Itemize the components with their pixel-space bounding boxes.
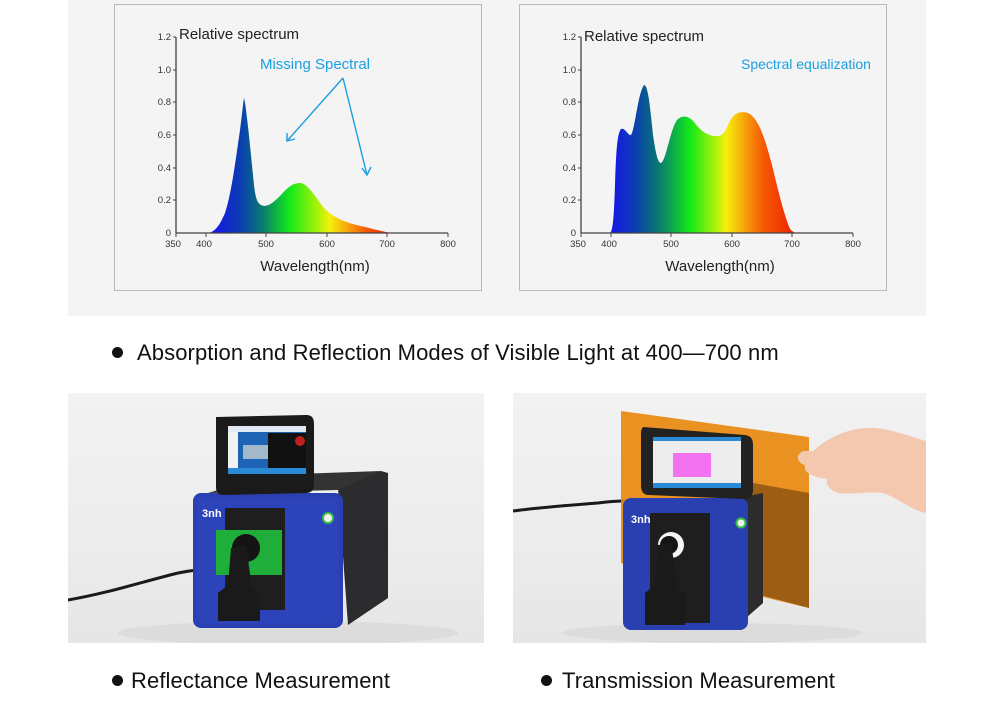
chart-spectral-equalization-svg: 1.2 1.0 0.8 0.6 0.4 0.2 0 350 400 500 60… <box>563 28 871 275</box>
svg-text:500: 500 <box>258 239 274 250</box>
svg-text:0.6: 0.6 <box>158 130 171 141</box>
chart-missing-spectral: 1.2 1.0 0.8 0.6 0.4 0.2 0 350 400 500 60… <box>114 4 482 291</box>
svg-text:0.2: 0.2 <box>158 195 171 206</box>
x-axis-title: Wavelength(nm) <box>260 258 369 275</box>
bullet-icon <box>541 674 552 686</box>
svg-text:800: 800 <box>845 239 861 250</box>
svg-text:1.0: 1.0 <box>158 65 171 76</box>
svg-text:0: 0 <box>166 228 171 239</box>
spectrum-area <box>209 98 391 233</box>
svg-text:400: 400 <box>196 239 212 250</box>
hand <box>797 427 926 513</box>
brand-logo: 3nh <box>631 514 651 526</box>
chart-missing-spectral-svg: 1.2 1.0 0.8 0.6 0.4 0.2 0 350 400 500 60… <box>158 26 456 275</box>
spectrum-area <box>610 85 798 233</box>
power-cable <box>68 567 215 602</box>
annotation-missing-spectral: Missing Spectral <box>260 56 370 73</box>
section-caption-visible-light: Absorption and Reflection Modes of Visib… <box>112 340 779 366</box>
svg-text:800: 800 <box>440 239 456 250</box>
svg-text:0.8: 0.8 <box>158 97 171 108</box>
annotation-arrows <box>286 77 372 177</box>
x-axis-title: Wavelength(nm) <box>665 258 774 275</box>
brand-logo: 3nh <box>202 508 222 520</box>
caption-transmission: Transmission Measurement <box>541 668 835 694</box>
svg-text:700: 700 <box>784 239 800 250</box>
svg-text:700: 700 <box>379 239 395 250</box>
annotation-spectral-equalization: Spectral equalization <box>741 56 871 72</box>
svg-text:0.8: 0.8 <box>563 97 576 108</box>
svg-text:0.4: 0.4 <box>158 163 171 174</box>
svg-text:0: 0 <box>571 228 576 239</box>
svg-text:1.2: 1.2 <box>158 32 171 43</box>
spectrum-comparison-panel: 1.2 1.0 0.8 0.6 0.4 0.2 0 350 400 500 60… <box>68 0 926 316</box>
y-axis-title: Relative spectrum <box>584 28 704 45</box>
svg-text:350: 350 <box>570 239 586 250</box>
photo-reflectance-device: 3nh <box>68 393 484 643</box>
svg-text:0.2: 0.2 <box>563 195 576 206</box>
power-button-icon <box>735 517 747 529</box>
chart-spectral-equalization: 1.2 1.0 0.8 0.6 0.4 0.2 0 350 400 500 60… <box>519 4 887 291</box>
y-tick-labels: 1.2 1.0 0.8 0.6 0.4 0.2 0 <box>158 32 171 239</box>
x-tick-labels: 350 400 500 600 700 800 <box>570 239 861 250</box>
power-cable <box>513 499 626 513</box>
photo-transmission-device: 3nh <box>513 393 926 643</box>
svg-text:1.0: 1.0 <box>563 65 576 76</box>
svg-text:0.6: 0.6 <box>563 130 576 141</box>
svg-text:600: 600 <box>724 239 740 250</box>
power-button-icon <box>322 512 334 524</box>
svg-text:0.4: 0.4 <box>563 163 576 174</box>
bullet-icon <box>112 674 123 686</box>
svg-text:500: 500 <box>663 239 679 250</box>
ticks <box>578 36 854 237</box>
spectrophotometer-transmission-illustration: 3nh <box>513 411 926 643</box>
caption-text: Absorption and Reflection Modes of Visib… <box>137 340 779 365</box>
x-tick-labels: 350 400 500 600 700 800 <box>165 239 456 250</box>
svg-text:350: 350 <box>165 239 181 250</box>
svg-text:600: 600 <box>319 239 335 250</box>
sample-clamp <box>218 545 260 621</box>
y-axis-title: Relative spectrum <box>179 26 299 43</box>
y-tick-labels: 1.2 1.0 0.8 0.6 0.4 0.2 0 <box>563 32 576 239</box>
caption-text: Transmission Measurement <box>562 668 836 693</box>
bullet-icon <box>112 346 123 358</box>
sample-clamp <box>645 543 685 625</box>
caption-text: Reflectance Measurement <box>131 668 391 693</box>
svg-text:1.2: 1.2 <box>563 32 576 43</box>
svg-text:400: 400 <box>601 239 617 250</box>
spectrophotometer-reflectance-illustration: 3nh <box>68 415 458 643</box>
caption-reflectance: Reflectance Measurement <box>112 668 390 694</box>
y-ticks <box>173 36 449 237</box>
